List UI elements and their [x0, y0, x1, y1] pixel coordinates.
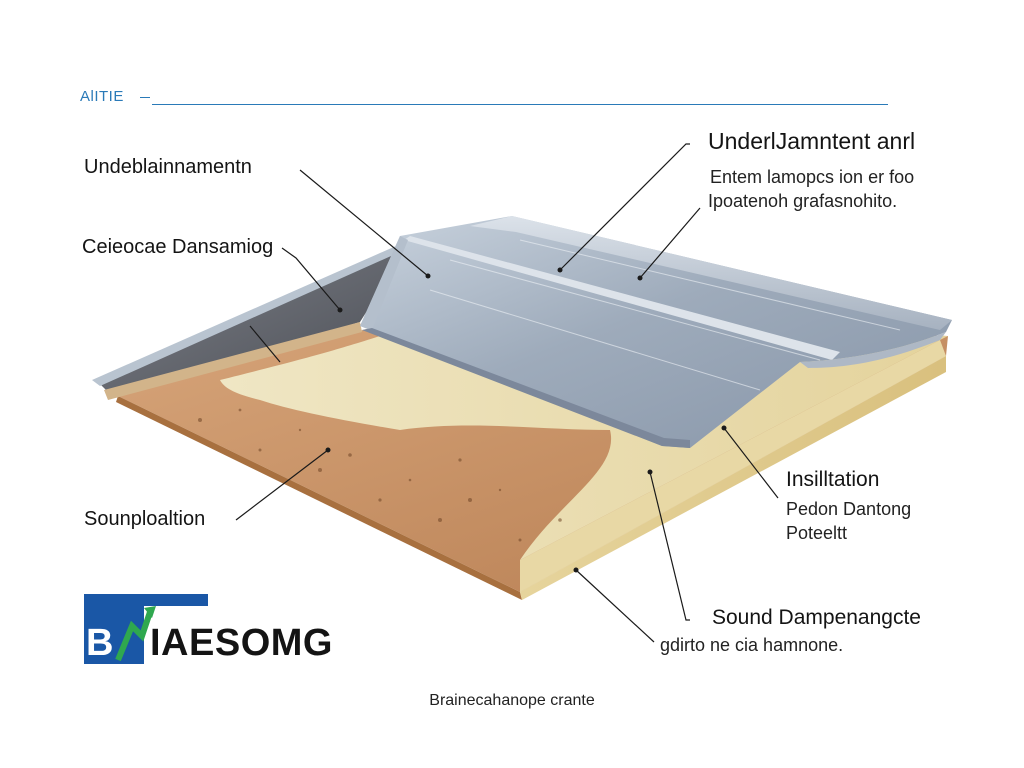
label-underlayment-left: Undeblainnamentn: [84, 156, 252, 179]
caption: Brainecahanope crante: [0, 692, 1024, 710]
leader-sound-damping-b: [576, 570, 654, 642]
logo-text: IAESOMG: [150, 622, 333, 665]
label-underlayment-right-desc-1: Entem lamopcs ion er foo: [710, 166, 914, 189]
label-insulation-title: Insilltation: [786, 468, 879, 492]
label-underlayment-right-title: UnderlJamntent anrl: [708, 128, 915, 155]
label-sound-damping-desc: gdirto ne cia hamnone.: [660, 634, 843, 657]
label-insulation-desc-1: Pedon Dantong: [786, 498, 911, 521]
label-soundproofing: Sounploaltion: [84, 508, 205, 531]
logo-letter: B: [86, 622, 113, 665]
label-insulation-desc-2: Poteeltt: [786, 522, 847, 545]
label-sound-damping-title: Sound Dampenangcte: [712, 606, 921, 630]
leader-underlayment-left: [300, 170, 428, 276]
label-ceiling-damping: Ceieocae Dansamiog: [82, 236, 273, 259]
label-underlayment-right-desc-2: Ipoatenoh grafasnohito.: [708, 190, 897, 213]
